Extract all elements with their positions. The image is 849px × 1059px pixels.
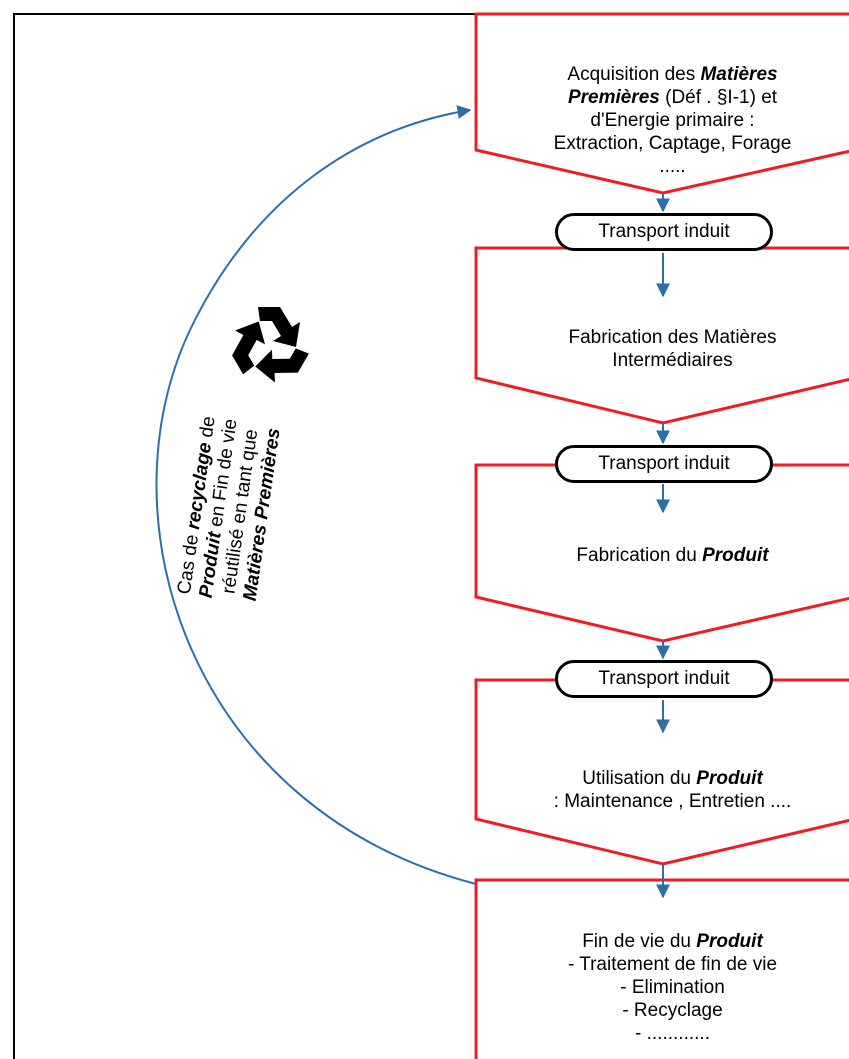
stage-3-line1-b: Produit (702, 545, 769, 566)
stage-1-line2-c: (Déf . §I-1) et (659, 87, 778, 108)
diagram-frame (13, 13, 849, 1059)
stage-4-line1-a: Utilisation du (582, 768, 697, 789)
stage-4-shape (474, 678, 849, 866)
stage-usage-text: Utilisation du Produit : Maintenance , E… (500, 767, 845, 813)
stage-1-shape (474, 12, 849, 195)
stage-1-line5: ..... (659, 156, 686, 177)
stage-1-line2-b: Premières (567, 87, 660, 108)
stage-acquisition-text: Acquisition des Matières Premières (Déf … (500, 63, 845, 178)
transport-box-1: Transport induit (555, 213, 773, 251)
stage-2-line1: Fabrication des Matières (568, 327, 777, 348)
transport-box-3: Transport induit (555, 660, 773, 698)
stage-1-line3: d'Energie primaire : (590, 110, 755, 131)
stage-1-line1-b: Matières (700, 64, 778, 85)
stage-5-line4: - Recyclage (622, 1000, 723, 1021)
stage-end-of-life-text: Fin de vie du Produit - Traitement de fi… (500, 930, 845, 1045)
recycling-loop-arrow (155, 105, 477, 885)
stage-1-line4: Extraction, Captage, Forage (553, 133, 792, 154)
stage-3-line1-a: Fabrication du (576, 545, 703, 566)
stage-4-line1-b: Produit (696, 768, 763, 789)
stage-manufacturing-text: Fabrication du Produit (500, 544, 845, 567)
stage-5-line1-a: Fin de vie du (582, 931, 697, 952)
stage-5-line1-b: Produit (696, 931, 763, 952)
stage-1-line1-a: Acquisition des (567, 64, 701, 85)
recycle-icon (232, 307, 309, 383)
stage-intermediate-text: Fabrication des Matières Intermédiaires (500, 326, 845, 372)
recycling-label-l1-c: de (195, 414, 220, 445)
stage-5-line5: - ............ (635, 1023, 710, 1044)
stage-5-shape (474, 878, 849, 1059)
stage-2-line2: Intermédiaires (612, 350, 733, 371)
stage-4-line2: : Maintenance , Entretien .... (553, 791, 792, 812)
stage-3-shape (474, 463, 849, 643)
stage-5-line3: - Elimination (620, 977, 725, 998)
stage-5-line2: - Traitement de fin de vie (567, 954, 778, 975)
stage-2-shape (474, 246, 849, 425)
transport-box-2: Transport induit (555, 445, 773, 483)
